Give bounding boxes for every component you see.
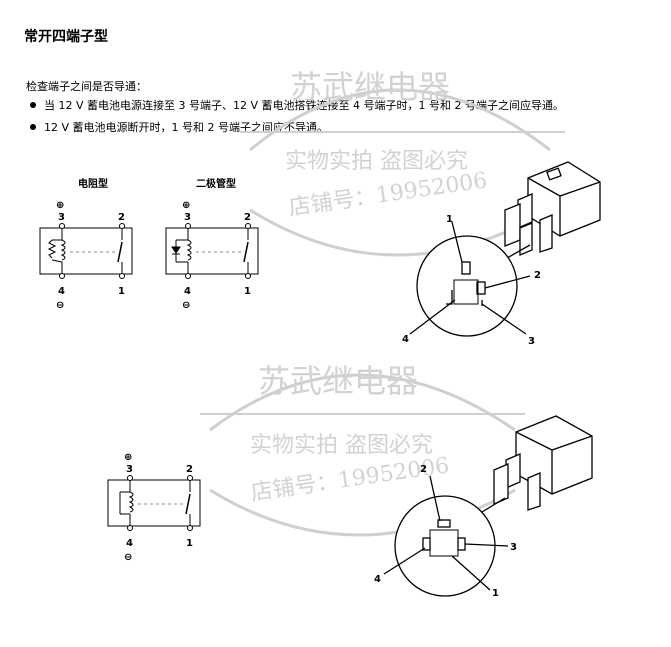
svg-text:⊖: ⊖ — [182, 300, 190, 311]
switch-contact — [117, 241, 123, 263]
resistor-type-title: 电阻型 — [78, 179, 108, 190]
diode-type-schematic: ⊕ 3 2 4 1 ⊖ — [165, 200, 259, 311]
relay-box — [39, 227, 133, 275]
svg-text:2: 2 — [420, 464, 427, 475]
svg-text:4: 4 — [184, 286, 191, 297]
svg-text:4: 4 — [402, 334, 409, 345]
bullet-dot — [30, 124, 36, 130]
watermark-line3: 店铺号：19952006 — [249, 453, 451, 506]
coil — [60, 239, 66, 261]
svg-text:4: 4 — [126, 538, 133, 549]
bullet-text-1: 当 12 V 蓄电池电源连接至 3 号端子、12 V 蓄电池搭铁连接至 4 号端… — [44, 99, 564, 112]
switch-contact — [185, 493, 191, 515]
relay-illustration-bottom: 2 3 1 4 — [374, 415, 593, 599]
terminal-2-label: 2 — [118, 212, 125, 223]
pin-view-circle-top — [416, 235, 518, 337]
svg-text:⊕: ⊕ — [182, 200, 190, 211]
coil — [128, 491, 134, 513]
svg-text:1: 1 — [446, 214, 453, 225]
svg-text:1: 1 — [186, 538, 193, 549]
diode — [171, 246, 181, 254]
relay-illustration-top: 1 2 3 4 — [402, 161, 601, 347]
intro-text: 检查端子之间是否导通： — [26, 80, 147, 93]
svg-text:3: 3 — [528, 336, 535, 347]
svg-text:2: 2 — [534, 270, 541, 281]
svg-text:⊕: ⊕ — [124, 452, 132, 463]
relay-box — [165, 227, 259, 275]
minus-symbol: ⊖ — [56, 300, 64, 311]
bullet-item-1: 当 12 V 蓄电池电源连接至 3 号端子、12 V 蓄电池搭铁连接至 4 号端… — [30, 97, 564, 113]
svg-text:3: 3 — [510, 542, 517, 553]
bottom-schematic: ⊕ 3 2 4 1 ⊖ — [107, 452, 201, 563]
relay-box — [107, 479, 201, 527]
svg-text:3: 3 — [184, 212, 191, 223]
switch-contact — [243, 241, 249, 263]
resistor — [47, 239, 57, 259]
terminal-1-label: 1 — [118, 286, 125, 297]
watermark-line1: 苏武继电器 — [290, 68, 450, 106]
watermark-line2: 实物实拍 盗图必究 — [250, 433, 433, 458]
svg-text:1: 1 — [244, 286, 251, 297]
svg-text:3: 3 — [126, 464, 133, 475]
coil — [186, 239, 192, 261]
svg-text:4: 4 — [374, 574, 381, 585]
resistor-type-schematic: ⊕ 3 2 4 1 ⊖ — [39, 200, 133, 311]
svg-text:⊖: ⊖ — [124, 552, 132, 563]
diode-type-title: 二极管型 — [196, 179, 236, 190]
page-title: 常开四端子型 — [24, 29, 108, 45]
watermark-line1: 苏武继电器 — [258, 362, 418, 400]
terminal-3-label: 3 — [58, 212, 65, 223]
svg-text:1: 1 — [492, 588, 499, 599]
bullet-text-2: 12 V 蓄电池电源断开时，1 号和 2 号端子之间应不导通。 — [44, 121, 329, 134]
watermark-line3: 店铺号：19952006 — [287, 168, 489, 221]
bullet-item-2: 12 V 蓄电池电源断开时，1 号和 2 号端子之间应不导通。 — [30, 119, 328, 135]
bullet-dot — [30, 102, 36, 108]
watermark-line2: 实物实拍 盗图必究 — [285, 149, 468, 174]
svg-text:2: 2 — [186, 464, 193, 475]
terminal-4-label: 4 — [58, 286, 65, 297]
svg-text:2: 2 — [244, 212, 251, 223]
plus-symbol: ⊕ — [56, 200, 64, 211]
